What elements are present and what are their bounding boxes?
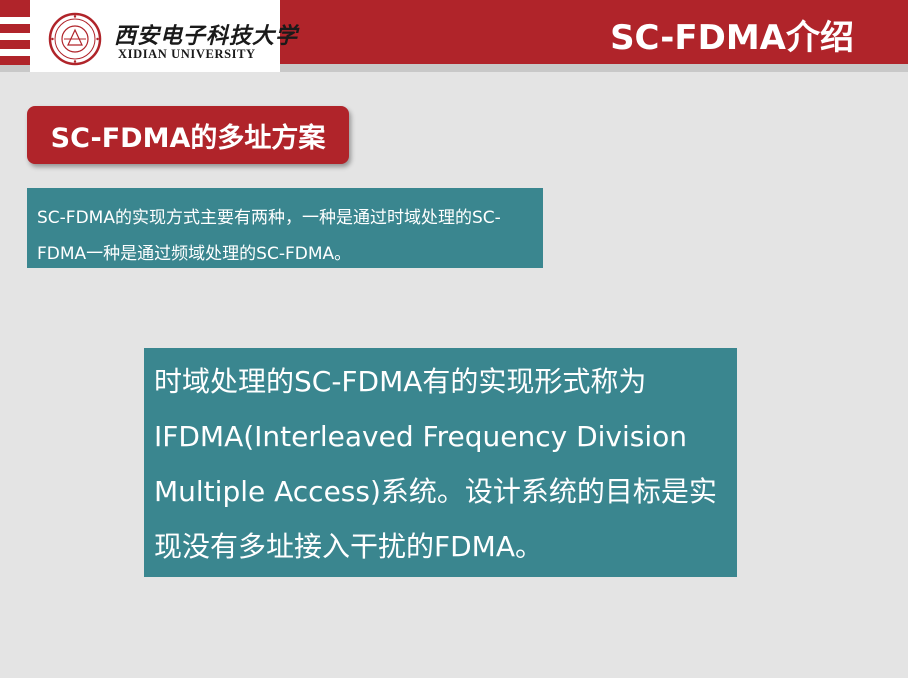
section-label: SC-FDMA的多址方案 bbox=[27, 106, 349, 164]
detail-text-box: 时域处理的SC-FDMA有的实现形式称为IFDMA(Interleaved Fr… bbox=[144, 348, 737, 577]
page-title: SC-FDMA介绍 bbox=[610, 18, 854, 58]
menu-stripes-icon bbox=[0, 10, 30, 68]
university-seal-icon bbox=[48, 12, 102, 66]
university-logo: 西安电子科技大学 XIDIAN UNIVERSITY bbox=[30, 0, 297, 72]
university-name-cn: 西安电子科技大学 bbox=[114, 23, 299, 49]
section-label-text: SC-FDMA的多址方案 bbox=[50, 122, 326, 154]
intro-text-box: SC-FDMA的实现方式主要有两种，一种是通过时域处理的SC-FDMA一种是通过… bbox=[27, 188, 543, 268]
detail-text: 时域处理的SC-FDMA有的实现形式称为IFDMA(Interleaved Fr… bbox=[154, 365, 717, 563]
header-divider bbox=[0, 64, 908, 72]
university-name-en: XIDIAN UNIVERSITY bbox=[118, 47, 256, 61]
intro-text: SC-FDMA的实现方式主要有两种，一种是通过时域处理的SC-FDMA一种是通过… bbox=[37, 208, 501, 264]
